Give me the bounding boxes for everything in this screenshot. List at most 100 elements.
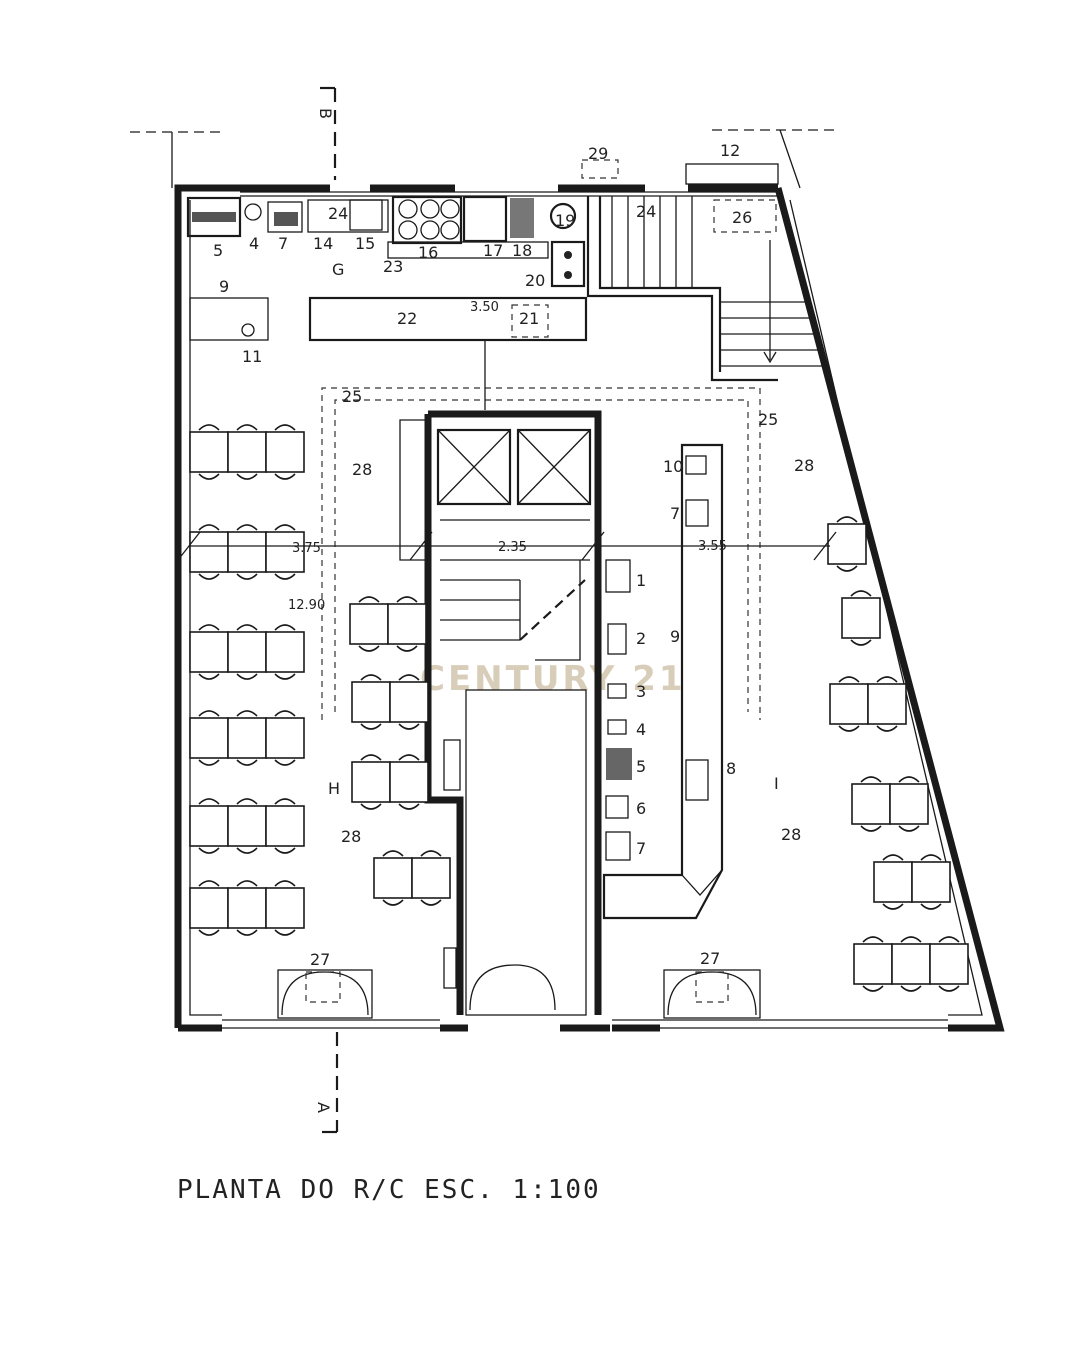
chair <box>274 880 296 887</box>
label-16: 16 <box>418 243 438 262</box>
label-7-bottom: 7 <box>636 839 646 858</box>
chair <box>236 929 258 936</box>
chair <box>396 596 418 603</box>
label-5-bar: 5 <box>636 757 646 776</box>
chair <box>198 573 220 580</box>
chair <box>274 847 296 854</box>
chair <box>198 524 220 531</box>
label-26: 26 <box>732 208 752 227</box>
dining-table <box>911 861 951 903</box>
dining-table <box>867 683 907 725</box>
label-6: 6 <box>636 799 646 818</box>
dining-table <box>891 943 931 985</box>
chair <box>938 985 960 992</box>
label-20: 20 <box>525 271 545 290</box>
chair <box>862 985 884 992</box>
chair <box>382 850 404 857</box>
chair <box>360 674 382 681</box>
zone-h-label: H <box>328 779 340 798</box>
chair <box>198 473 220 480</box>
chair <box>198 929 220 936</box>
label-28-d: 28 <box>781 825 801 844</box>
chair <box>360 754 382 761</box>
dining-table <box>189 431 229 473</box>
dining-table <box>387 603 427 645</box>
label-4: 4 <box>249 234 259 253</box>
dining-table <box>265 887 305 929</box>
outer-walls <box>130 129 1005 1032</box>
chair <box>920 903 942 910</box>
dining-table <box>829 683 869 725</box>
label-17: 17 <box>483 241 503 260</box>
chair <box>198 424 220 431</box>
chair <box>850 639 872 646</box>
chair <box>420 899 442 906</box>
dining-table <box>227 631 267 673</box>
label-27-left: 27 <box>310 950 330 969</box>
chair <box>274 798 296 805</box>
chair <box>274 424 296 431</box>
chair <box>198 798 220 805</box>
label-4-bar: 4 <box>636 720 646 739</box>
chair <box>274 573 296 580</box>
dining-table <box>389 681 429 723</box>
chair <box>236 473 258 480</box>
chair <box>236 847 258 854</box>
chair <box>236 573 258 580</box>
dining-table <box>227 431 267 473</box>
kitchen-labels: 5 4 7 14 24 15 16 23 17 18 19 20 24 26 2… <box>213 141 752 366</box>
dining-table <box>373 857 413 899</box>
chair <box>198 673 220 680</box>
chair <box>862 936 884 943</box>
label-21: 21 <box>519 309 539 328</box>
dining-table <box>851 783 891 825</box>
bar-counter <box>602 443 724 920</box>
dining-table <box>389 761 429 803</box>
label-12: 12 <box>720 141 740 160</box>
dining-table <box>227 887 267 929</box>
section-label-b: B <box>316 108 335 119</box>
chair <box>236 524 258 531</box>
label-29: 29 <box>588 144 608 163</box>
dining-table <box>265 717 305 759</box>
chair <box>274 473 296 480</box>
chair <box>420 850 442 857</box>
chair <box>398 723 420 730</box>
label-1: 1 <box>636 571 646 590</box>
chair <box>236 624 258 631</box>
dining-tables <box>189 424 969 992</box>
chair <box>838 676 860 683</box>
chair <box>198 880 220 887</box>
label-5: 5 <box>213 241 223 260</box>
label-28-b: 28 <box>794 456 814 475</box>
room-labels: 25 25 28 28 28 28 27 27 10 7 1 2 3 4 5 6… <box>288 387 814 969</box>
chair <box>850 590 872 597</box>
chair <box>900 936 922 943</box>
chair <box>358 645 380 652</box>
chair <box>882 854 904 861</box>
chair <box>236 710 258 717</box>
drawing-title: PLANTA DO R/C ESC. 1:100 <box>177 1175 601 1205</box>
dimension-3-50: 3.50 <box>470 300 499 315</box>
dining-table <box>189 805 229 847</box>
chair <box>198 624 220 631</box>
label-15: 15 <box>355 234 375 253</box>
chair <box>198 759 220 766</box>
label-24-left: 24 <box>328 204 348 223</box>
label-25-left: 25 <box>342 387 362 406</box>
dimension-12-90: 12.90 <box>288 598 325 613</box>
dining-table <box>265 631 305 673</box>
chair <box>274 673 296 680</box>
chair <box>860 825 882 832</box>
dining-table <box>873 861 913 903</box>
zone-i-label: I <box>774 774 779 793</box>
label-11: 11 <box>242 347 262 366</box>
chair <box>860 776 882 783</box>
chair <box>198 710 220 717</box>
dimension-lines <box>177 340 837 561</box>
label-25-right: 25 <box>758 410 778 429</box>
chair <box>398 803 420 810</box>
label-3: 3 <box>636 682 646 701</box>
chair <box>938 936 960 943</box>
chair <box>236 759 258 766</box>
